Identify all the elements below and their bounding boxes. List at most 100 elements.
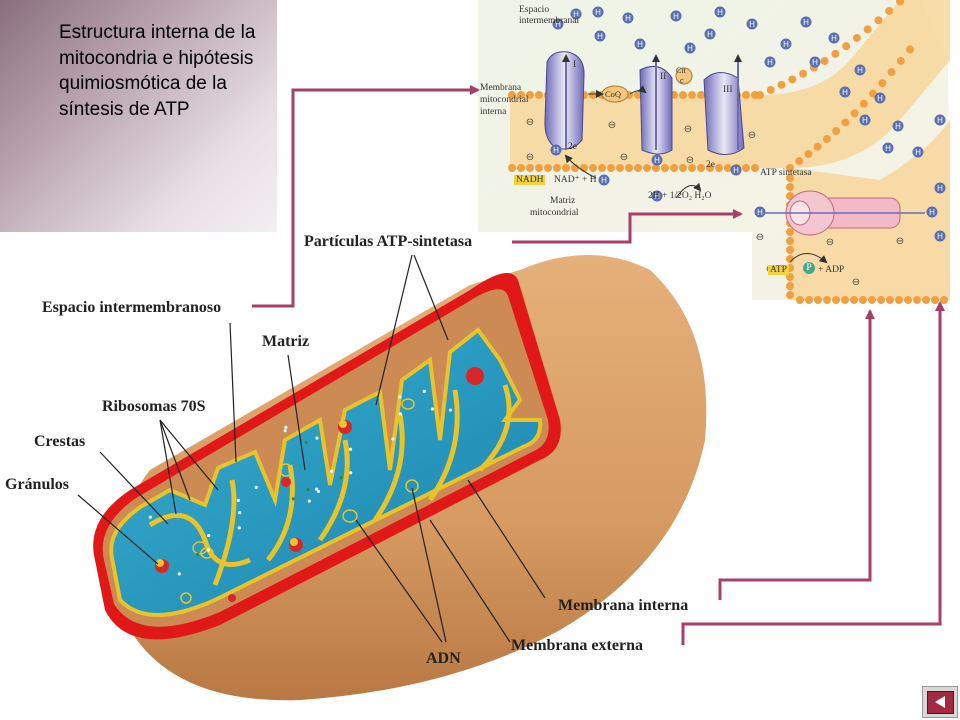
phospholipid-head (896, 0, 904, 6)
svg-text:H: H (767, 58, 773, 67)
phospholipid-head (786, 246, 794, 254)
proton: H (754, 206, 766, 218)
label-intermembrane-space: Espacio intermembranoso (42, 299, 222, 316)
svg-text:H: H (654, 192, 660, 201)
svg-text:H: H (862, 116, 868, 125)
proton: H (912, 146, 924, 158)
phospholipid-head (598, 164, 606, 172)
mitochondrion-body (93, 255, 707, 701)
phospholipid-head (885, 6, 894, 15)
proton: H (854, 64, 866, 76)
proton: H (934, 182, 946, 194)
phospholipid-head (715, 164, 723, 172)
phospholipid-head (589, 164, 597, 172)
phospholipid-head (868, 296, 876, 304)
phospholipid-head (841, 118, 850, 127)
complex-ii-label: II (660, 72, 667, 82)
phospholipid-head (904, 296, 912, 304)
ribosome (307, 499, 311, 503)
phospholipid-head (697, 164, 705, 172)
svg-text:H: H (717, 8, 723, 17)
complex-iii-label: III (723, 85, 733, 95)
ribosome (304, 440, 308, 445)
phospholipid-head (756, 91, 764, 99)
phospholipid-head (544, 164, 552, 172)
phospholipid-head (526, 91, 534, 99)
svg-text:H: H (877, 94, 883, 103)
ribosome (284, 425, 288, 429)
nad-equation: NAD⁺ + H (554, 175, 597, 185)
phospholipid-heads (508, 0, 948, 304)
proton: H (764, 56, 776, 68)
back-button[interactable] (922, 686, 958, 718)
phospholipid-head (724, 164, 732, 172)
slide-title: Estructura interna de la mitocondria e h… (59, 22, 256, 120)
complex-i-label: I (573, 60, 577, 70)
svg-text:H: H (929, 208, 935, 217)
phospholipid-head (688, 91, 696, 99)
svg-text:H: H (687, 44, 693, 53)
svg-text:H: H (601, 176, 607, 185)
cit-c-label: c (680, 76, 684, 85)
ribosome (330, 469, 334, 473)
phospholipid-head (931, 296, 939, 304)
proton: H (570, 8, 582, 20)
ribosome (398, 412, 402, 416)
ribosome (238, 511, 242, 515)
phospholipid-head (805, 296, 813, 304)
negative-charge: ⊖ (686, 155, 694, 166)
phospholipid-head (799, 69, 808, 78)
svg-text:H: H (595, 8, 601, 17)
two-e-label-1: 2e (568, 142, 577, 152)
negative-charge: ⊖ (620, 152, 628, 163)
proton: H (859, 114, 871, 126)
phospholipid-head (786, 237, 794, 245)
phospholipid-head (643, 164, 651, 172)
svg-text:H: H (553, 146, 559, 155)
phospholipid-head (616, 164, 624, 172)
proton: H (634, 38, 646, 50)
svg-text:H: H (783, 40, 789, 49)
ribosome (349, 471, 353, 475)
phospholipid-head (813, 142, 822, 151)
cytochrome-c (675, 67, 693, 85)
ribosome (195, 552, 200, 557)
ribosome (306, 487, 310, 492)
ribosome (291, 497, 295, 501)
phospholipid-head (777, 80, 786, 89)
ribosome (316, 489, 321, 494)
phospholipid-head (850, 296, 858, 304)
svg-text:H: H (597, 32, 603, 41)
ribosome (283, 429, 287, 433)
proton: H (934, 230, 946, 242)
proton: H (651, 190, 663, 202)
phospholipid-head (841, 296, 849, 304)
ribosome (236, 498, 240, 502)
phospholipid-head (940, 296, 948, 304)
negative-charge: ⊖ (852, 277, 860, 288)
two-e-label-2: 2e (706, 160, 715, 170)
complex-i (544, 51, 585, 150)
proton: H (839, 86, 851, 98)
ribosome (348, 447, 353, 451)
phospholipid-head (742, 164, 750, 172)
phospholipid-head (795, 157, 804, 166)
svg-text:H: H (573, 10, 579, 19)
negative-charge: ⊖ (896, 236, 904, 247)
svg-text:H: H (733, 166, 739, 175)
phospholipid-head (859, 99, 868, 108)
proton: H (730, 164, 742, 176)
label-granules: Gránulos (5, 476, 70, 493)
negative-charge: ⊖ (608, 120, 616, 131)
phospholipid-head (786, 255, 794, 263)
title-panel: Estructura interna de la mitocondria e h… (0, 0, 277, 232)
phospholipid-head (526, 164, 534, 172)
label-ribosomes: Ribosomas 70S (102, 398, 206, 415)
phospholipid-head (751, 164, 759, 172)
phospholipid-head (850, 109, 859, 118)
ribosome (315, 436, 319, 440)
inset-matrix-label-2: mitocondrial (530, 208, 579, 218)
ribosome (148, 515, 152, 519)
label-dna: ADN (426, 650, 461, 667)
